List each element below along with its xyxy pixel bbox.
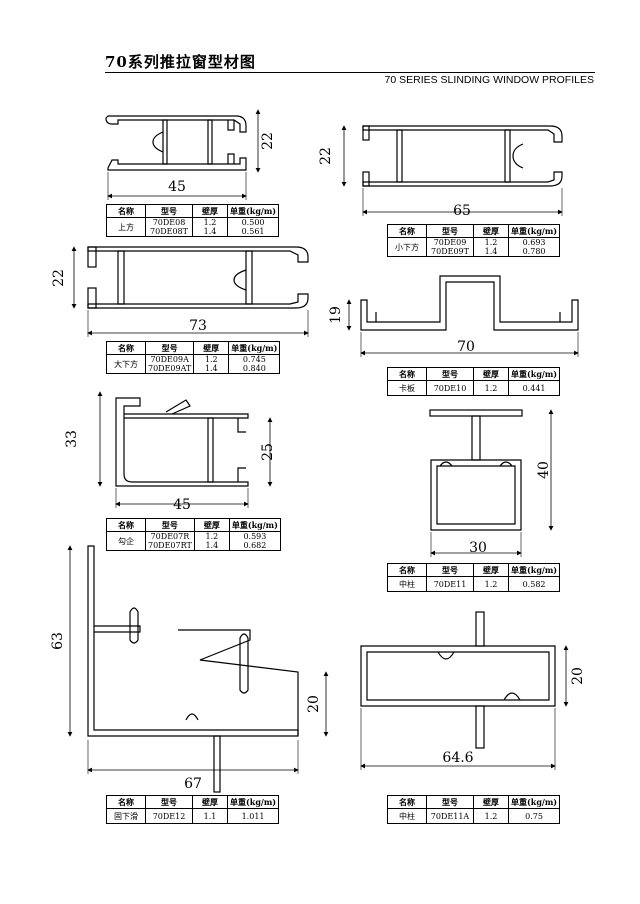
profile-70de10-drawing (360, 275, 579, 331)
dim-p4-width: 70 (457, 339, 475, 355)
dim-p4-height: 19 (328, 306, 344, 324)
dim-p7-height-right: 20 (306, 695, 322, 713)
dim-p7-height-left: 63 (50, 632, 66, 650)
profile-70de11-drawing (429, 409, 523, 531)
profile-70de09-drawing (362, 125, 563, 187)
dim-p3-width: 73 (189, 318, 207, 334)
dim-p1-width: 45 (168, 179, 186, 195)
dim-p2-height: 22 (318, 147, 334, 165)
dim-p5-width: 45 (173, 497, 191, 513)
dim-p5-height-right: 25 (260, 443, 276, 461)
page-subtitle: 70 SERIES SLINDING WINDOW PROFILES (384, 74, 594, 86)
dim-p3-height: 22 (51, 269, 67, 287)
dim-p6-width: 30 (469, 540, 487, 556)
title-rule (105, 72, 595, 73)
profile-70de09a-drawing (87, 246, 309, 309)
dim-p6-height: 40 (536, 461, 552, 479)
dim-p7-width: 67 (184, 776, 202, 792)
dim-p1-height: 22 (260, 132, 276, 150)
profile-70de07r-drawing (115, 397, 249, 487)
dim-p5-height-left: 33 (64, 430, 80, 448)
profile-70de12-drawing (87, 545, 299, 793)
dim-p2-width: 65 (453, 203, 471, 219)
profile-70de08-drawing (105, 115, 247, 171)
dim-p8-width: 64.6 (442, 750, 473, 766)
page-title: 70系列推拉窗型材图 (105, 53, 256, 71)
profile-70de11a-drawing (360, 611, 556, 749)
dim-p8-height: 20 (570, 667, 586, 685)
